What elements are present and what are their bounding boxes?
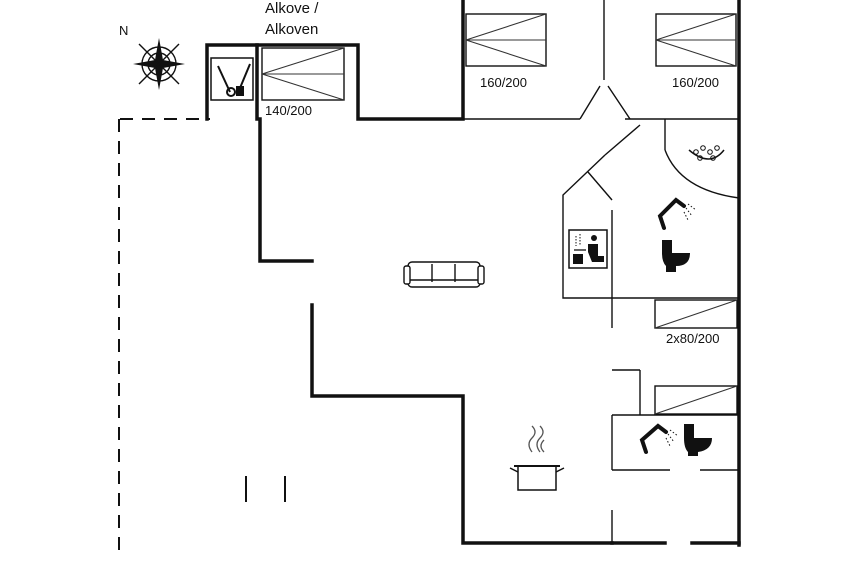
bed-size-2x80-200: 2x80/200 [666, 331, 720, 346]
whirlpool-icon [688, 145, 725, 161]
sofa-icon [403, 261, 485, 288]
compass-north-letter: N [119, 23, 128, 38]
bed-2x80-200: 2x80/200 [654, 299, 738, 415]
bed-140-200: 140/200 [261, 47, 345, 118]
shower-icon-bathroom-2 [639, 423, 679, 454]
bed-size-140-200: 140/200 [265, 103, 312, 118]
toilet-icon [662, 240, 690, 272]
walls [205, 0, 741, 547]
bed-size-160-200-left: 160/200 [480, 75, 527, 90]
sauna-icon [568, 229, 608, 269]
alcove-title-line1: Alkove / [265, 0, 319, 17]
bed-size-160-200-right: 160/200 [672, 75, 719, 90]
toilet-icon-bathroom-2 [684, 424, 712, 456]
alcove-title-line2: Alkoven [265, 21, 318, 38]
bed-160-200-left: 160/200 [465, 13, 547, 90]
thin-walls [463, 0, 740, 543]
shower-icon [657, 197, 697, 230]
bed-160-200-right: 160/200 [655, 13, 737, 90]
compass-rose-icon: N [119, 23, 185, 90]
cooking-pot-icon [509, 425, 565, 491]
utility-tools-icon [210, 57, 254, 101]
